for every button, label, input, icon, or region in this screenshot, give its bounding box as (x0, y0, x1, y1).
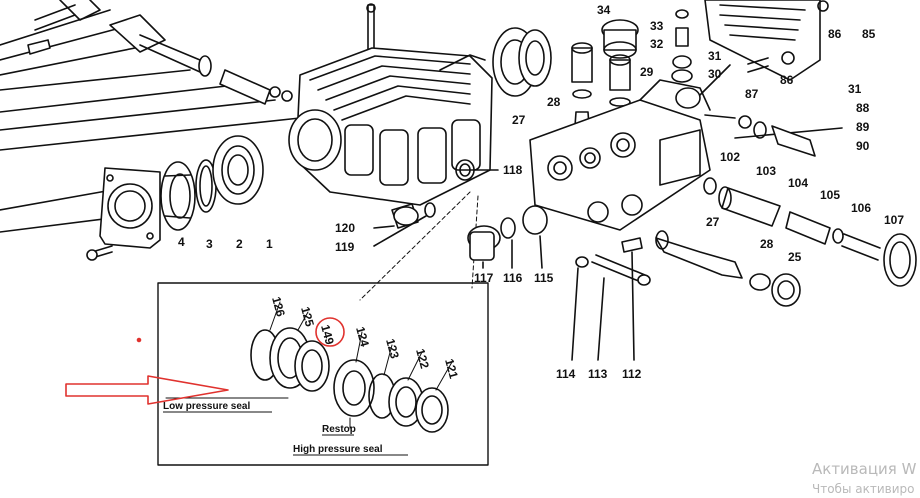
part-label-31: 31 (848, 82, 862, 96)
part-label-104: 104 (788, 176, 808, 190)
part-label-2: 2 (236, 237, 243, 251)
part-label-103: 103 (756, 164, 776, 178)
part-label-124: 124 (353, 325, 372, 348)
part-label-86: 86 (828, 27, 842, 41)
seal-parts-detail (165, 327, 449, 433)
part-label-3: 3 (206, 237, 213, 251)
part-label-27: 27 (706, 215, 720, 229)
watermark-line-1: Активация W (812, 460, 917, 478)
part-label-149: 149 (318, 323, 337, 346)
part-label-117: 117 (474, 271, 494, 285)
part-label-120: 120 (335, 221, 355, 235)
part-label-31: 31 (708, 49, 722, 63)
manifold-cover (704, 0, 829, 81)
highlight-circle-149 (315, 317, 345, 347)
watermark-line-2: Чтобы активиро (812, 482, 915, 496)
housing-rear-seals (492, 27, 552, 97)
part-label-106: 106 (851, 201, 871, 215)
detail-box (157, 282, 489, 466)
part-label-105: 105 (820, 188, 840, 202)
part-label-27: 27 (512, 113, 526, 127)
highlight-marks (136, 317, 345, 347)
part-label-33: 33 (650, 19, 664, 33)
part-label-114: 114 (556, 367, 576, 381)
part-label-1: 1 (266, 237, 273, 251)
front-flange-plate (99, 161, 196, 249)
part-label-112: 112 (622, 367, 642, 381)
caption-restop: Restop (322, 424, 356, 435)
part-label-30: 30 (708, 67, 722, 81)
part-label-126: 126 (269, 295, 288, 318)
part-label-121: 121 (442, 357, 461, 380)
part-label-125: 125 (298, 305, 317, 328)
bolt-parts-112-114 (571, 237, 651, 361)
part-label-118: 118 (503, 163, 523, 177)
part-label-25: 25 (788, 250, 802, 264)
part-label-28: 28 (547, 95, 561, 109)
part-label-85: 85 (862, 27, 876, 41)
pump-manifold-head (529, 64, 736, 231)
crankshaft-assembly (27, 0, 376, 105)
red-pointer-arrow (65, 375, 229, 405)
part-label-87: 87 (745, 87, 759, 101)
bolt-left (86, 245, 113, 261)
part-label-122: 122 (413, 347, 432, 370)
part-label-34: 34 (597, 3, 611, 17)
left-leader-lines (0, 9, 301, 233)
part-label-107: 107 (884, 213, 904, 227)
part-label-88: 88 (856, 101, 870, 115)
part-label-28: 28 (760, 237, 774, 251)
detail-leader-lines (269, 301, 453, 391)
part-label-90: 90 (856, 139, 870, 153)
part-label-123: 123 (383, 337, 402, 360)
part-label-29: 29 (640, 65, 654, 79)
detail-callout-lines (359, 191, 479, 301)
oil-seal-118 (455, 159, 499, 181)
part-label-119: 119 (335, 240, 355, 254)
caption-high-pressure-seal: High pressure seal (293, 444, 383, 455)
caption-low-pressure-seal: Low pressure seal (163, 401, 250, 412)
part-label-32: 32 (650, 37, 664, 51)
bearing-2 (212, 135, 264, 205)
lower-valve-parts (655, 230, 801, 307)
part-label-113: 113 (588, 367, 608, 381)
part-label-86: 86 (780, 73, 794, 87)
unloader-valve-assembly (703, 115, 917, 287)
part-label-116: 116 (503, 271, 523, 285)
drain-plug-120 (373, 202, 436, 247)
part-label-89: 89 (856, 120, 870, 134)
part-label-115: 115 (534, 271, 554, 285)
inlet-parts-115-117 (467, 205, 548, 269)
crankcase-housing (288, 47, 493, 206)
part-label-4: 4 (178, 235, 185, 249)
part-label-102: 102 (720, 150, 740, 164)
